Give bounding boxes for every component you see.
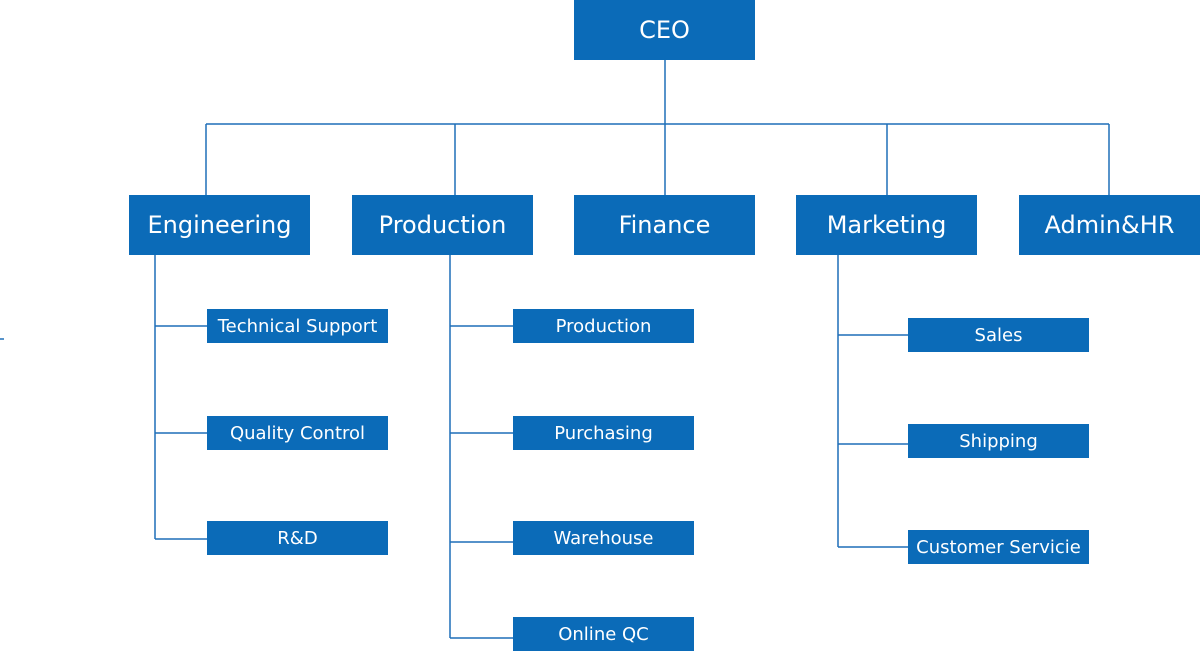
sub-box-sales: Sales <box>908 318 1089 352</box>
sub-box-production: Production <box>513 309 694 343</box>
dept-box-engineering: Engineering <box>129 195 310 255</box>
sub-label-purchasing: Purchasing <box>554 422 653 444</box>
sub-box-purchasing: Purchasing <box>513 416 694 450</box>
sub-label-shipping: Shipping <box>959 430 1038 452</box>
dept-label-admin-hr: Admin&HR <box>1044 211 1175 239</box>
sub-box-online-qc: Online QC <box>513 617 694 651</box>
sub-label-customer-service: Customer Servicie <box>916 536 1081 558</box>
sub-label-production: Production <box>555 315 652 337</box>
sub-label-warehouse: Warehouse <box>553 527 654 549</box>
dept-label-engineering: Engineering <box>147 211 292 239</box>
ceo-box: CEO <box>574 0 755 60</box>
ceo-label: CEO <box>639 16 690 44</box>
sub-label-online-qc: Online QC <box>558 623 649 645</box>
dept-box-finance: Finance <box>574 195 755 255</box>
sub-box-shipping: Shipping <box>908 424 1089 458</box>
sub-box-quality-control: Quality Control <box>207 416 388 450</box>
sub-box-technical-support: Technical Support <box>207 309 388 343</box>
dept-label-production: Production <box>378 211 507 239</box>
sub-label-sales: Sales <box>974 324 1023 346</box>
dept-box-marketing: Marketing <box>796 195 977 255</box>
dept-label-marketing: Marketing <box>826 211 947 239</box>
sub-box-customer-service: Customer Servicie <box>908 530 1089 564</box>
sub-label-technical-support: Technical Support <box>217 315 378 337</box>
sub-label-quality-control: Quality Control <box>229 422 366 444</box>
sub-label-rd: R&D <box>277 527 318 549</box>
sub-box-rd: R&D <box>207 521 388 555</box>
dept-box-production: Production <box>352 195 533 255</box>
sub-box-warehouse: Warehouse <box>513 521 694 555</box>
dept-label-finance: Finance <box>618 211 711 239</box>
dept-box-admin-hr: Admin&HR <box>1019 195 1200 255</box>
